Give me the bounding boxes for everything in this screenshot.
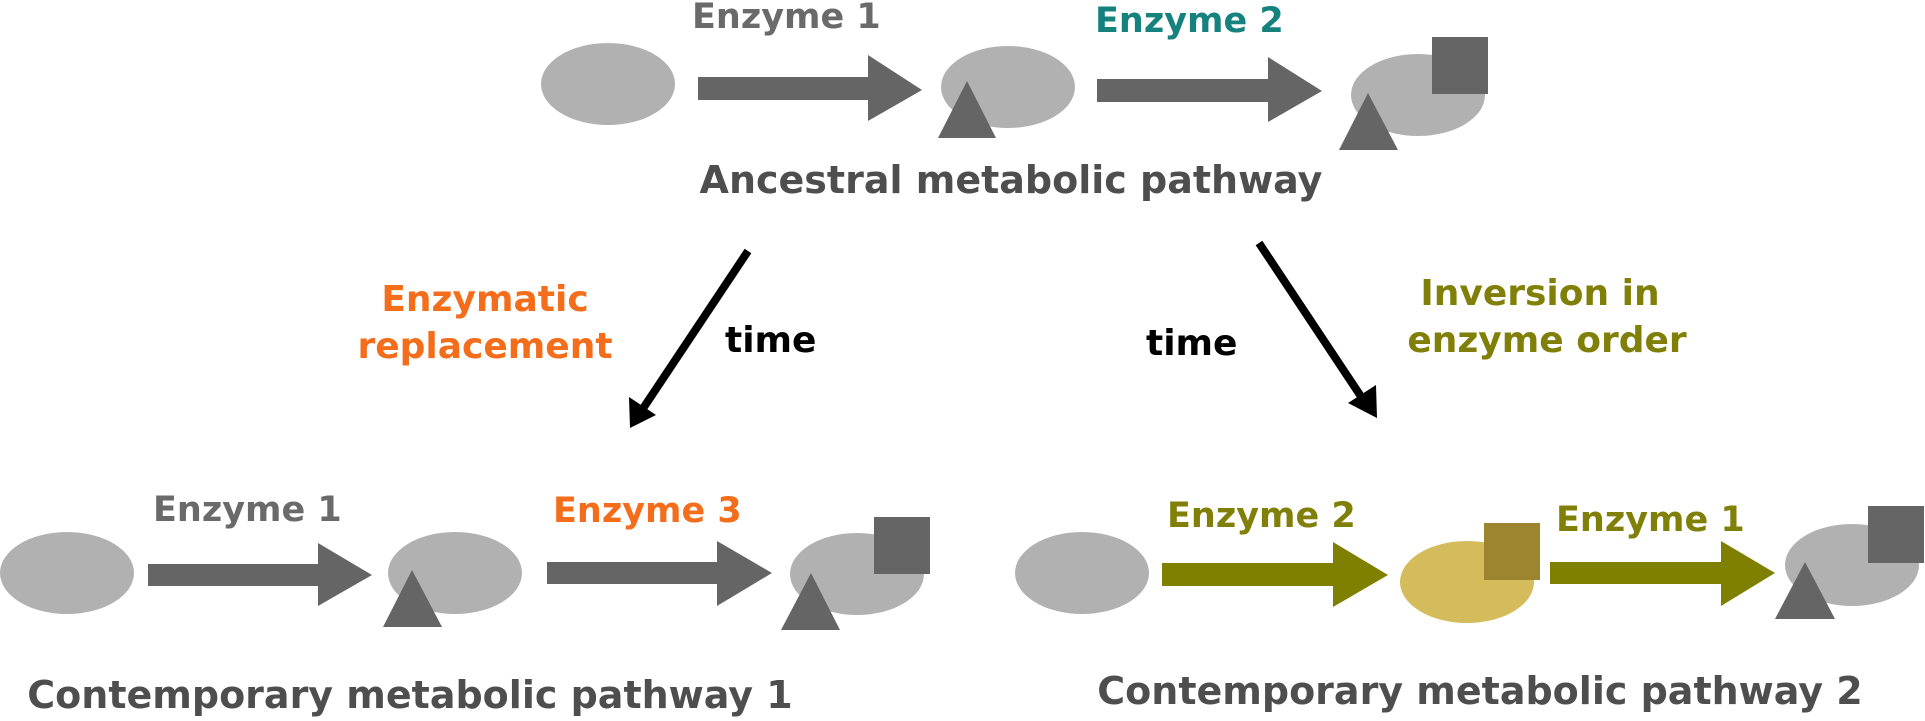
branch-left: Enzymatic replacement time <box>357 248 816 428</box>
p1-arrow-2 <box>547 541 772 606</box>
p1-substrate-1 <box>0 532 134 614</box>
p1-triangle-2 <box>383 570 442 627</box>
time-arrow-left <box>638 248 752 413</box>
ancestral-arrow-2 <box>1097 57 1322 122</box>
branch-left-title-line1: Enzymatic <box>381 279 588 320</box>
p2-caption: Contemporary metabolic pathway 2 <box>1097 669 1862 713</box>
p2-enzyme-b-label: Enzyme 1 <box>1556 500 1745 540</box>
branch-right-title-line1: Inversion in <box>1420 273 1659 314</box>
p2-triangle-3 <box>1775 562 1835 619</box>
time-arrow-right-head <box>1348 385 1377 418</box>
contemporary-pathway-1: Enzyme 1 Enzyme 3 Contemporary metabolic… <box>0 490 930 717</box>
p1-enzyme-a-label: Enzyme 1 <box>153 490 342 530</box>
branch-right: Inversion in enzyme order time <box>1146 240 1687 418</box>
p2-arrow-2 <box>1550 541 1775 606</box>
ancestral-enzyme2-label: Enzyme 2 <box>1095 1 1284 41</box>
p1-triangle-3 <box>781 573 840 630</box>
time-arrow-left-head <box>629 397 656 428</box>
contemporary-pathway-2: Enzyme 2 Enzyme 1 Contemporary metabolic… <box>1015 496 1924 713</box>
p2-enzyme-a-label: Enzyme 2 <box>1167 496 1356 536</box>
branch-right-title-line2: enzyme order <box>1407 320 1687 361</box>
ancestral-substrate-1 <box>541 43 675 125</box>
ancestral-triangle-3 <box>1339 93 1398 150</box>
p2-arrow-1 <box>1162 542 1388 607</box>
p2-substrate-1 <box>1015 532 1149 614</box>
ancestral-square-3 <box>1432 37 1488 94</box>
ancestral-triangle-2 <box>938 81 996 138</box>
p1-enzyme-b-label: Enzyme 3 <box>553 491 742 531</box>
branch-right-time-label: time <box>1146 323 1237 364</box>
p1-caption: Contemporary metabolic pathway 1 <box>27 673 792 717</box>
ancestral-enzyme1-label: Enzyme 1 <box>692 0 881 37</box>
ancestral-caption: Ancestral metabolic pathway <box>700 158 1323 202</box>
p1-square-3 <box>874 517 930 574</box>
ancestral-pathway: Enzyme 1 Enzyme 2 Ancestral metabolic pa… <box>541 0 1488 202</box>
p2-square-3 <box>1868 506 1924 563</box>
time-arrow-right <box>1255 240 1366 401</box>
p2-square-2 <box>1484 523 1540 580</box>
branch-left-time-label: time <box>725 320 816 361</box>
p1-arrow-1 <box>148 543 372 606</box>
ancestral-arrow-1 <box>698 55 922 121</box>
branch-left-title-line2: replacement <box>357 326 612 367</box>
